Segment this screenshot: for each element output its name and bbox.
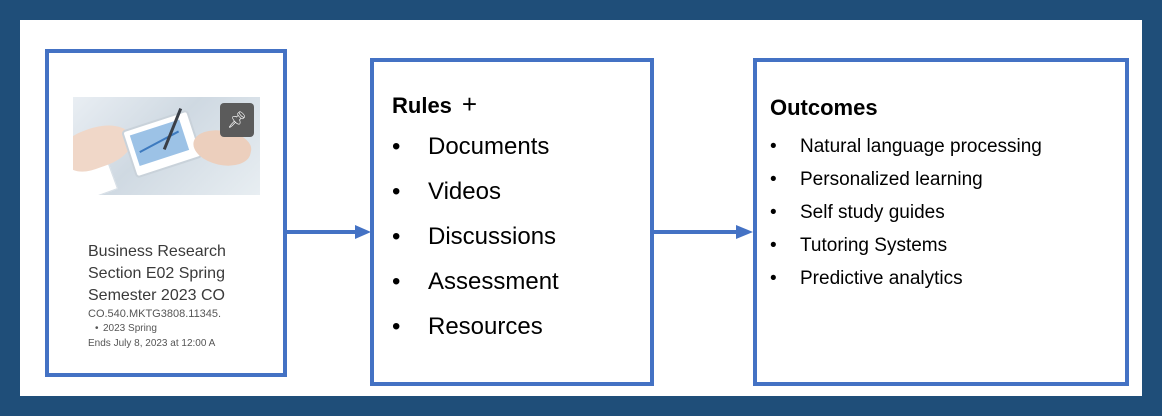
list-item: • Tutoring Systems [770,229,1042,262]
course-end-date: Ends July 8, 2023 at 12:00 A [88,338,216,349]
course-title[interactable]: Business Research Section E02 Spring Sem… [88,243,226,304]
bullet-icon: • [392,178,401,205]
list-item: • Resources [392,304,559,349]
outcomes-item-label: Predictive analytics [800,268,963,289]
bullet-icon: • [770,268,777,289]
rules-list: • Documents • Videos • Discussions • Assessm… [392,124,559,349]
course-code: CO.540.MKTG3808.11345. [88,308,222,320]
bullet-icon: • [770,136,777,157]
outcomes-item-label: Self study guides [800,202,945,223]
bullet-icon: • [770,169,777,190]
outcomes-item-label: Natural language processing [800,136,1042,157]
rules-heading: Rules + [392,90,477,120]
diagram-canvas: 📌︎ Business Research Section E02 Spring … [20,20,1142,396]
bullet-icon: • [392,223,401,250]
rules-heading-text: Rules [392,93,452,118]
rules-item-label: Videos [428,178,501,205]
plus-sign: + [461,89,478,119]
outcomes-item-label: Personalized learning [800,169,983,190]
course-image: 📌︎ [73,97,260,195]
bullet-icon: • [770,235,777,256]
chart-line [139,130,180,153]
outcomes-item-label: Tutoring Systems [800,235,948,256]
tablet-illustration [120,109,204,179]
list-item: • Discussions [392,214,559,259]
course-term-text: 2023 Spring [103,323,157,334]
bullet-icon: • [392,133,401,160]
course-term: • 2023 Spring [95,322,255,335]
pushpin-icon[interactable]: 📌︎ [220,103,254,137]
rules-item-label: Discussions [428,223,557,250]
list-item: • Natural language processing [770,130,1042,163]
list-item: • Personalized learning [770,163,1042,196]
arrow-course-to-rules [287,225,371,239]
list-item: • Documents [392,124,559,169]
bullet-icon: • [770,202,777,223]
bullet-icon: • [95,323,99,334]
outcomes-list: • Natural language processing • Personaliz… [770,130,1042,295]
outcomes-box: Outcomes • Natural language processing • P… [753,58,1129,386]
bullet-icon: • [392,268,401,295]
tablet-screen [129,119,190,166]
rules-item-label: Documents [428,133,550,160]
outcomes-heading: Outcomes [770,95,878,120]
list-item: • Assessment [392,259,559,304]
bullet-icon: • [392,313,401,340]
arrow-rules-to-outcomes [654,225,753,239]
list-item: • Predictive analytics [770,262,1042,295]
list-item: • Self study guides [770,196,1042,229]
rules-item-label: Resources [428,313,543,340]
rules-item-label: Assessment [428,268,559,295]
rules-box: Rules + • Documents • Videos • Discussions •… [370,58,654,386]
course-card-box: 📌︎ Business Research Section E02 Spring … [45,49,287,377]
list-item: • Videos [392,169,559,214]
